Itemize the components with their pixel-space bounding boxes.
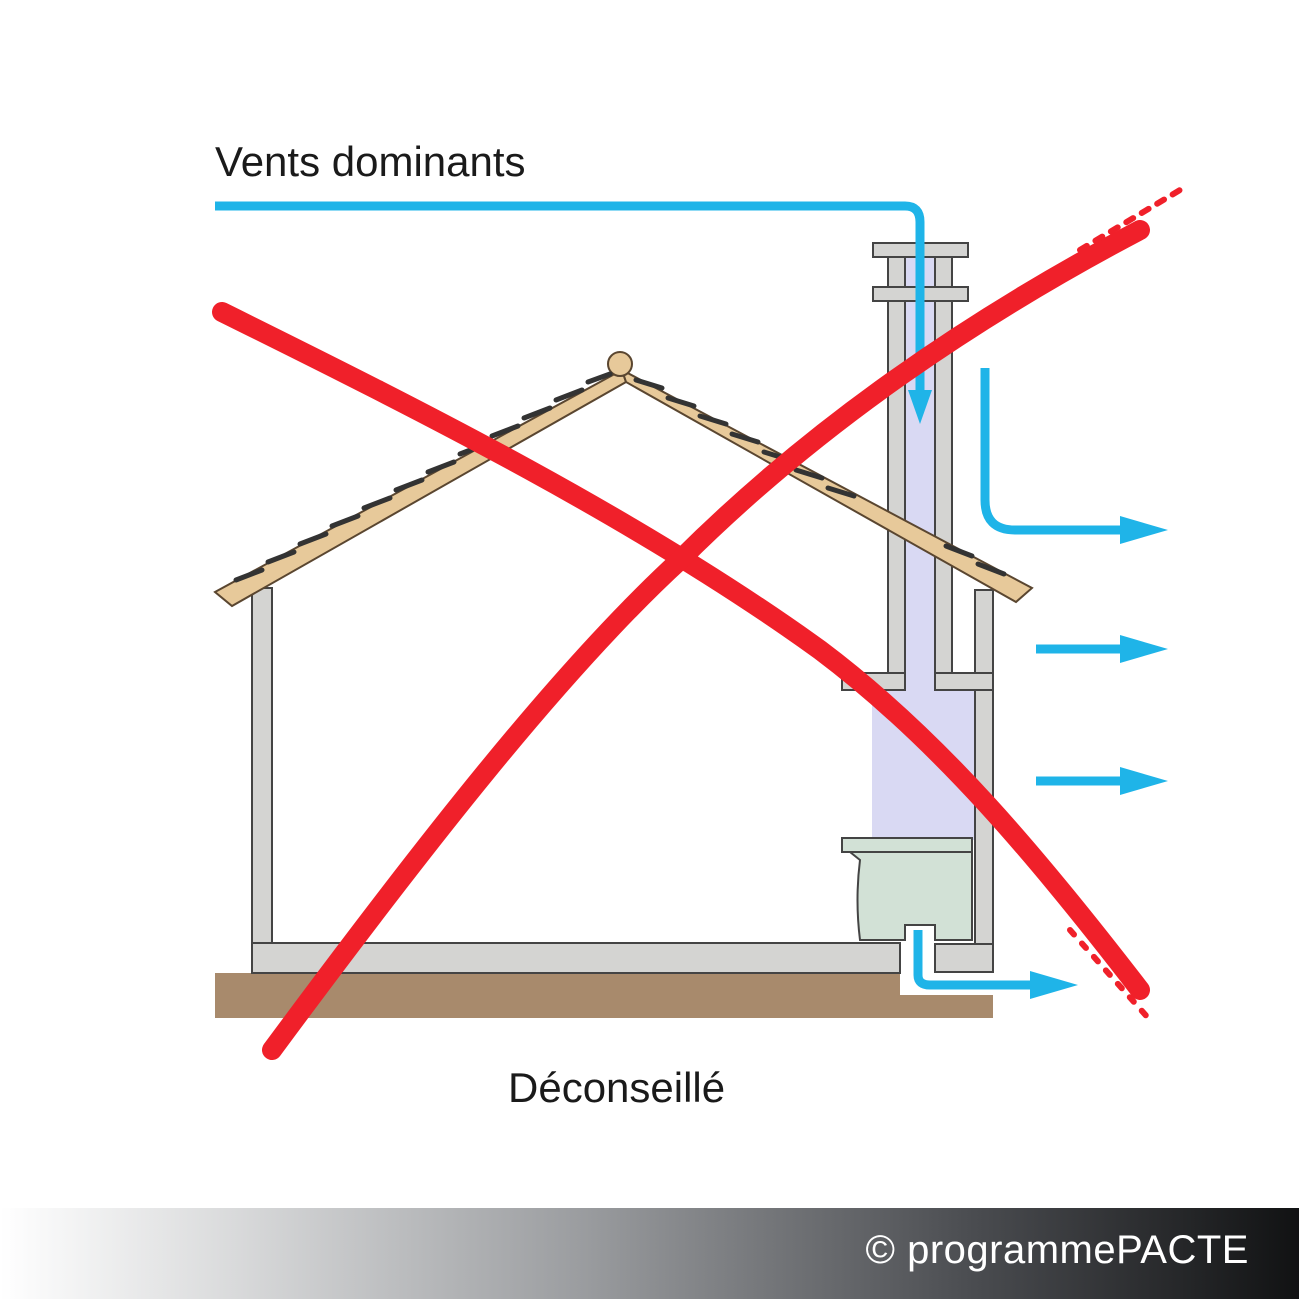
downwind-arrowhead-2 (1120, 635, 1168, 663)
cross-stroke-1 (212, 302, 1150, 1000)
ground-slab (215, 973, 993, 1018)
roof-ridge-tile (607, 351, 633, 377)
chimney (841, 242, 994, 691)
ground-outlet-arrowhead (1030, 971, 1078, 999)
caption-label: Déconseillé (508, 1064, 725, 1111)
cross-stroke-2 (262, 220, 1150, 1060)
stove (841, 837, 973, 941)
wind-arrowhead-down (908, 390, 932, 424)
footer-bar (0, 1208, 1299, 1299)
chimney-ledge-right (934, 672, 994, 691)
downwind-flow-line (980, 368, 1125, 535)
downwind-arrowhead-1 (1120, 516, 1168, 544)
wind-flow-line (215, 201, 925, 395)
red-cross-mark (212, 187, 1183, 1060)
chimney-upper-right (934, 256, 953, 288)
stove-body (847, 851, 973, 941)
wind-label: Vents dominants (215, 138, 526, 185)
cross-fray-2 (1077, 187, 1183, 253)
downwind-arrowhead-3 (1120, 767, 1168, 795)
airflow (215, 201, 1168, 999)
stove-top (841, 837, 973, 853)
ground-outlet-flow (913, 930, 1035, 990)
cross-fray-1 (1067, 927, 1153, 1023)
left-wall (251, 587, 273, 944)
copyright-text: © programmePACTE (865, 1228, 1249, 1272)
chimney-wall-left (887, 300, 906, 674)
chimney-upper-left (887, 256, 906, 288)
right-floor-ledge (934, 943, 994, 973)
